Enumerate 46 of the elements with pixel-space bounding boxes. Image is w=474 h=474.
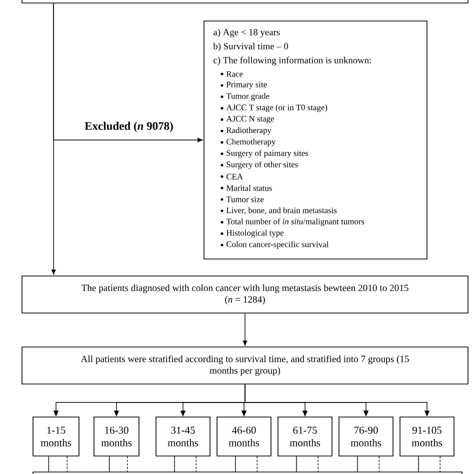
- process-box: All patients were stratified according to survival time, and stratified into 7 groups (15 months per group): [22, 346, 468, 384]
- criterion-text: a) Age < 18 years: [214, 28, 280, 38]
- group-box: 46-60 months: [216, 416, 272, 456]
- bullet-item: AJCC N stage: [226, 116, 274, 124]
- exclusion-box: [204, 20, 428, 260]
- group-box: 31-45 months: [156, 416, 210, 456]
- arrow: [242, 313, 248, 346]
- connector-line: [174, 456, 175, 472]
- bullet-item: Primary site: [226, 82, 267, 90]
- bullet-item: Histological type: [226, 230, 284, 238]
- box: [22, 0, 468, 4]
- process-box: The patients diagnosed with colon cancer with lung metastasis bewteen 2010 to 2015 (n = 1284): [22, 276, 468, 314]
- arrow: [51, 3, 56, 275]
- connector-line: [66, 456, 68, 472]
- bullet-item: Radiotherapy: [226, 127, 272, 135]
- edge-label: Excluded (n 9078): [84, 120, 174, 134]
- bullet-item: Chemotherapy: [226, 138, 276, 146]
- bullet-item: CEA: [226, 174, 243, 180]
- bullet-item: Total number of in situ/malignant tumors: [226, 218, 364, 226]
- group-box: 76-90 months: [338, 416, 394, 456]
- bullet-item: Race: [226, 71, 243, 77]
- group-box: 61-75 months: [278, 416, 332, 456]
- connector-line: [127, 456, 128, 472]
- bullet-item: Surgery of other sites: [226, 161, 298, 170]
- box: [32, 472, 462, 474]
- criterion-text: b) Survival time – 0: [213, 42, 288, 52]
- bullet-item: Liver, bone, and brain metastasis: [226, 207, 337, 214]
- connector-line: [109, 456, 110, 472]
- connector-line: [418, 456, 419, 472]
- group-box: 91-105 months: [400, 416, 454, 456]
- connector-line: [296, 456, 297, 472]
- bullet-item: Marital status: [226, 185, 272, 191]
- arrow: [244, 384, 430, 417]
- group-box: 1-15 months: [32, 416, 80, 456]
- connector-line: [378, 456, 380, 472]
- bullet-item: Tumor size: [226, 196, 264, 202]
- group-box: 16-30 months: [94, 416, 140, 456]
- bullet-item: AJCC T stage (or in T0 stage): [226, 104, 328, 112]
- criterion-text: c) The following information is unknown:: [214, 56, 371, 66]
- connector-line: [235, 456, 236, 472]
- bullet-item: Surgery of paimary sites: [226, 150, 308, 158]
- bullet-item: Tumor grade: [226, 92, 270, 101]
- bullet-item: Colon cancer-specific survival: [226, 241, 328, 249]
- connector-line: [48, 456, 50, 472]
- connector-line: [357, 456, 358, 472]
- connector-line: [256, 456, 258, 472]
